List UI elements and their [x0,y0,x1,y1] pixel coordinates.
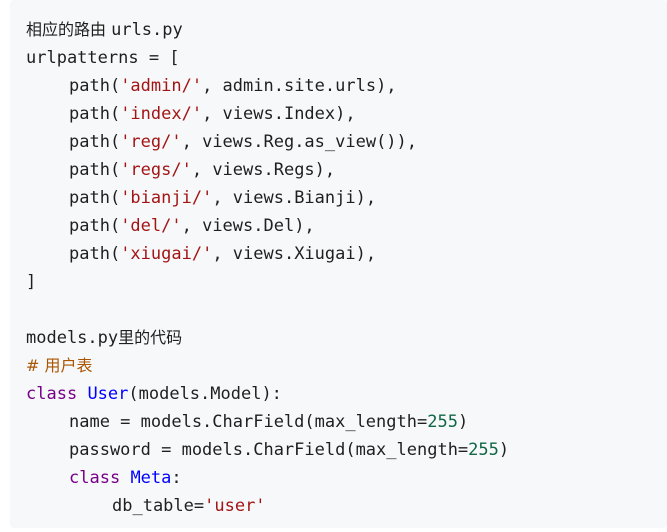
route-prefix: path( [69,160,121,180]
blank-line [26,296,667,324]
route-suffix: , views.Index), [202,104,356,124]
meta-keyword: class [69,468,121,488]
db-table-value: 'user' [204,496,266,516]
routes-heading-text: 相应的路由 [26,20,112,39]
route-prefix: path( [69,132,121,152]
route-prefix: path( [69,244,121,264]
models-heading-text: 里的代码 [118,328,183,347]
comment-text: # 用户表 [26,356,93,375]
models-heading: models.py里的代码 [26,324,667,352]
route-string: 'reg/' [120,132,182,152]
route-suffix: , views.Bianji), [212,188,377,208]
route-string: 'admin/' [120,76,203,96]
route-suffix: , views.Reg.as_view()), [181,132,418,152]
route-string: 'regs/' [120,160,192,180]
route-suffix: , views.Del), [181,216,315,236]
meta-declaration: class Meta: [26,464,667,492]
class-base: (models.Model): [128,384,282,404]
field-number: 255 [427,412,458,432]
routes-heading-file: urls.py [111,20,183,40]
route-prefix: path( [69,188,121,208]
class-keyword: class [26,384,78,404]
field-rhs: ) [498,440,510,460]
route-prefix: path( [69,104,121,124]
meta-name: Meta [130,468,172,488]
field-lhs: password = models.CharField(max_length= [69,440,469,460]
db-table-lhs: db_table= [112,496,205,516]
route-line: path('xiugai/', views.Xiugai), [26,240,667,268]
route-suffix: , views.Regs), [191,160,336,180]
class-name: User [87,384,129,404]
route-line: path('del/', views.Del), [26,212,667,240]
db-table-line: db_table='user' [26,492,667,520]
route-line: path('admin/', admin.site.urls), [26,72,667,100]
urlpatterns-close: ] [26,272,37,292]
field-line: password = models.CharField(max_length=2… [26,436,667,464]
route-string: 'index/' [120,104,203,124]
field-number: 255 [468,440,499,460]
field-lhs: name = models.CharField(max_length= [69,412,428,432]
meta-colon: : [171,468,182,488]
models-heading-file: models.py [26,328,119,348]
route-string: 'xiugai/' [120,244,213,264]
route-suffix: , admin.site.urls), [202,76,397,96]
route-line: path('index/', views.Index), [26,100,667,128]
routes-heading: 相应的路由 urls.py [26,16,667,44]
route-prefix: path( [69,216,121,236]
route-string: 'del/' [120,216,182,236]
urlpatterns-open: urlpatterns = [ [26,48,180,68]
route-string: 'bianji/' [120,188,213,208]
field-rhs: ) [457,412,469,432]
class-declaration: class User(models.Model): [26,380,667,408]
code-block: 相应的路由 urls.py urlpatterns = [ path('admi… [10,0,667,528]
route-prefix: path( [69,76,121,96]
route-suffix: , views.Xiugai), [212,244,377,264]
route-line: path('reg/', views.Reg.as_view()), [26,128,667,156]
route-line: path('regs/', views.Regs), [26,156,667,184]
route-line: path('bianji/', views.Bianji), [26,184,667,212]
comment-line: # 用户表 [26,352,667,380]
field-line: name = models.CharField(max_length=255) [26,408,667,436]
